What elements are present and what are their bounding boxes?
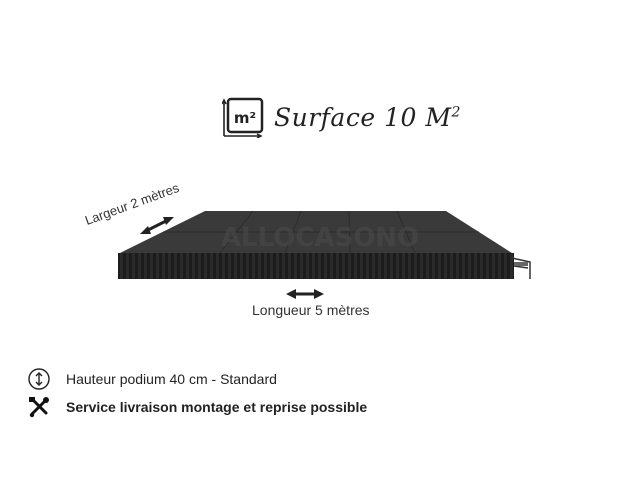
tools-icon xyxy=(29,397,49,418)
surface-title-text: Surface 10 M xyxy=(274,102,452,132)
length-double-arrow-icon xyxy=(286,289,324,299)
height-arrow-icon xyxy=(28,368,50,390)
stage-front-skirt xyxy=(118,253,514,279)
length-label: Longueur 5 mètres xyxy=(252,302,370,318)
feature-service: Service livraison montage et reprise pos… xyxy=(28,396,367,418)
stage-handrail xyxy=(511,257,531,279)
surface-title-row: m² Surface 10 M2 xyxy=(222,96,461,138)
surface-title-sup: 2 xyxy=(451,104,461,121)
stage-panel-seams xyxy=(163,210,479,254)
podium-stage-image: ALLOCASONO xyxy=(118,210,531,299)
m2-icon-text: m² xyxy=(234,109,256,127)
feature-height: Hauteur podium 40 cm - Standard xyxy=(28,368,277,390)
feature-height-text: Hauteur podium 40 cm - Standard xyxy=(66,371,277,387)
surface-title: Surface 10 M2 xyxy=(274,103,461,132)
feature-service-text: Service livraison montage et reprise pos… xyxy=(66,399,368,415)
watermark-text: ALLOCASONO xyxy=(221,223,419,253)
stage-step xyxy=(514,262,528,266)
m2-area-icon: m² xyxy=(222,97,264,138)
width-double-arrow-icon xyxy=(140,217,174,234)
